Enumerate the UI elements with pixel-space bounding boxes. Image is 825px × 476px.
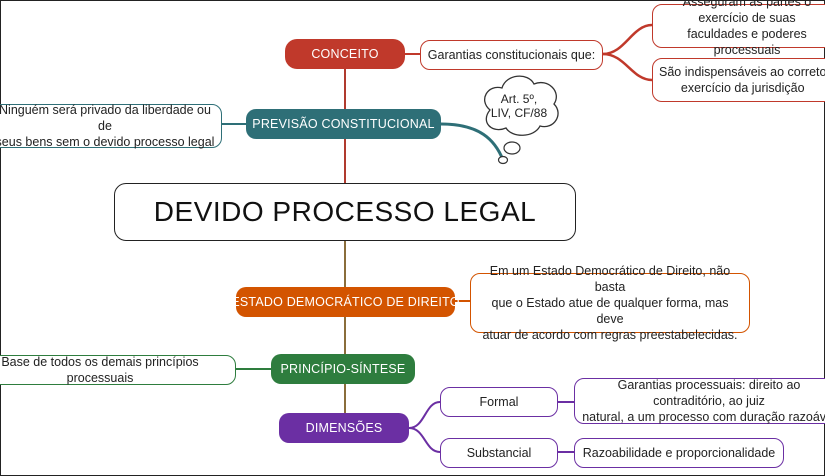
cloud-reference-text: Art. 5º, LIV, CF/88 — [490, 92, 548, 120]
dimensoes-substancial-detail-text: Razoabilidade e proporcionalidade — [582, 446, 776, 460]
principio-detail-text: Base de todos os demais princípios proce… — [1, 355, 199, 385]
branch-estado: ESTADO DEMOCRÁTICO DE DIREITO — [231, 287, 459, 317]
previsao-detail: Ninguém será privado da liberdade ou de … — [0, 103, 222, 149]
branch-dimensoes: DIMENSÕES — [279, 413, 409, 443]
dimensoes-formal-detail-text: Garantias processuais: direito ao contra… — [582, 378, 825, 424]
central-topic: DEVIDO PROCESSO LEGAL — [114, 183, 576, 241]
estado-detail-text: Em um Estado Democrático de Direito, não… — [482, 264, 738, 342]
previsao-detail-text: Ninguém será privado da liberdade ou de … — [0, 103, 215, 149]
conceito-detail-text: Garantias constitucionais que: — [427, 48, 596, 62]
dimensoes-substancial: Substancial — [440, 438, 558, 468]
branch-conceito-label: CONCEITO — [311, 47, 379, 61]
estado-detail: Em um Estado Democrático de Direito, não… — [470, 264, 750, 342]
conceito-sub-1-text: Asseguram as partes o exercício de suas … — [682, 0, 812, 57]
branch-estado-label: ESTADO DEMOCRÁTICO DE DIREITO — [231, 295, 460, 309]
conceito-detail: Garantias constitucionais que: — [420, 40, 603, 70]
branch-principio-label: PRINCÍPIO-SÍNTESE — [280, 362, 406, 376]
thought-cloud-icon — [484, 75, 559, 165]
central-topic-label: DEVIDO PROCESSO LEGAL — [153, 196, 537, 227]
branch-previsao-label: PREVISÃO CONSTITUCIONAL — [252, 117, 435, 131]
branch-conceito: CONCEITO — [285, 39, 405, 69]
principio-detail: Base de todos os demais princípios proce… — [0, 355, 236, 385]
dimensoes-substancial-text: Substancial — [466, 446, 532, 460]
branch-principio: PRINCÍPIO-SÍNTESE — [271, 354, 415, 384]
dimensoes-formal-detail: Garantias processuais: direito ao contra… — [574, 378, 825, 424]
dimensoes-substancial-detail: Razoabilidade e proporcionalidade — [574, 438, 784, 468]
conceito-sub-2-text: São indispensáveis ao correto exercício … — [659, 65, 825, 95]
branch-dimensoes-label: DIMENSÕES — [305, 421, 383, 435]
branch-previsao: PREVISÃO CONSTITUCIONAL — [246, 109, 441, 139]
dimensoes-formal: Formal — [440, 387, 558, 417]
dimensoes-formal-text: Formal — [479, 395, 519, 409]
conceito-sub-2: São indispensáveis ao correto exercício … — [652, 58, 825, 102]
conceito-sub-1: Asseguram as partes o exercício de suas … — [652, 0, 825, 57]
